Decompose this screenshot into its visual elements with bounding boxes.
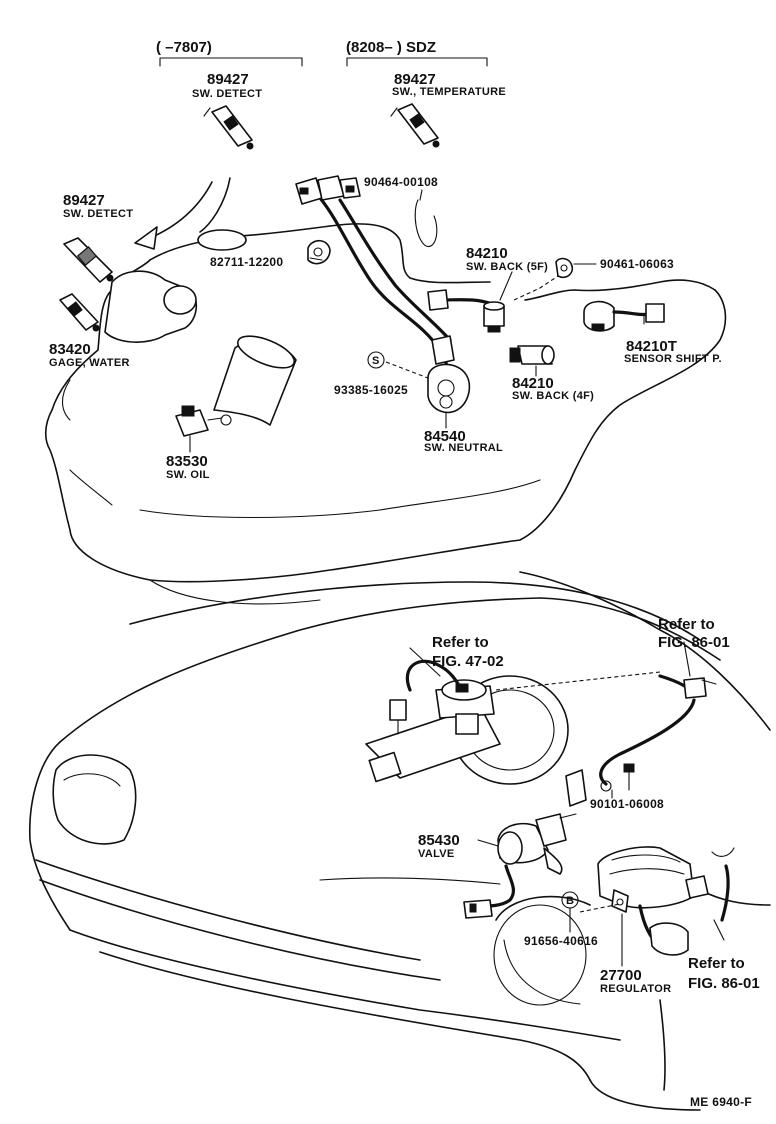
label-sw-detect-top-number: 89427 — [207, 71, 249, 88]
sensor-sw-temperature — [390, 103, 440, 148]
label-sw-oil-number: 83530 — [166, 453, 208, 470]
ref-fig-8601-bottom-line1: Refer to — [688, 955, 745, 972]
range-right-bracket — [346, 57, 488, 67]
figure-code: ME 6940-F — [690, 1095, 752, 1109]
sensor-sw-detect-left — [63, 237, 114, 283]
ref-fig-4702-line2: FIG. 47-02 — [432, 653, 504, 670]
label-sw-neutral-desc: SW. NEUTRAL — [424, 442, 503, 454]
part-labels: 89427 SW. DETECT 89427 SW., TEMPERATURE … — [49, 71, 760, 1109]
engine-outline — [44, 177, 727, 605]
label-valve-desc: VALVE — [418, 848, 455, 860]
label-gage-water-number: 83420 — [49, 341, 91, 358]
bracket — [565, 769, 587, 807]
sensor-sw-detect-top — [203, 105, 254, 150]
range-brackets: ( –7807) (8208– ) SDZ — [156, 39, 488, 67]
label-screw-number: 93385-16025 — [334, 383, 408, 397]
wire-fig-8601-top — [495, 641, 717, 807]
clamp — [307, 239, 331, 265]
label-valve-number: 85430 — [418, 832, 460, 849]
headlight — [52, 754, 137, 845]
label-sensor-shift-number: 84210T — [626, 338, 677, 355]
label-sw-detect-top-desc: SW. DETECT — [192, 88, 262, 100]
cap-disc — [197, 229, 247, 251]
brake-booster — [365, 659, 569, 785]
ref-fig-4702-line1: Refer to — [432, 634, 489, 651]
bolt-marker-letter: B — [566, 895, 574, 907]
label-bolt-90101-number: 90101-06008 — [590, 797, 664, 811]
sensor-gage-water — [59, 293, 100, 332]
leader-lines — [189, 189, 645, 967]
label-sw-temperature-desc: SW., TEMPERATURE — [392, 86, 506, 98]
label-sw-neutral-number: 84540 — [424, 428, 466, 445]
ref-fig-8601-top-line2: FIG. 86-01 — [658, 634, 730, 651]
screw-marker-letter: S — [372, 355, 380, 367]
regulator-assembly: B — [561, 846, 735, 956]
label-clip-number: 90464-00108 — [364, 175, 438, 189]
indicator-arrow — [149, 181, 213, 239]
range-left-label: ( –7807) — [156, 39, 212, 56]
neutral-switch — [427, 363, 471, 414]
valve-assembly — [463, 813, 577, 919]
label-sensor-shift-desc: SENSOR SHIFT P. — [624, 353, 722, 365]
label-bolt-91656-number: 91656-40616 — [524, 934, 598, 948]
label-regulator-desc: REGULATOR — [600, 983, 671, 995]
ref-fig-8601-top-line1: Refer to — [658, 616, 715, 633]
label-sw-back-4f-desc: SW. BACK (4F) — [512, 390, 594, 402]
ref-fig-8601-bottom-line2: FIG. 86-01 — [688, 975, 760, 992]
label-regulator-number: 27700 — [600, 967, 642, 984]
vehicle-body — [28, 571, 771, 1111]
label-sw-back-5f-desc: SW. BACK (5F) — [466, 261, 548, 273]
label-clamp-number: 82711-12200 — [210, 255, 283, 269]
label-sw-temperature-number: 89427 — [394, 71, 436, 88]
label-sw-back-5f-number: 84210 — [466, 245, 508, 262]
range-left-bracket — [159, 57, 303, 67]
label-sw-oil-desc: SW. OIL — [166, 469, 210, 481]
clip-ring — [414, 199, 438, 247]
label-sw-detect-left-number: 89427 — [63, 192, 105, 209]
wire-harness: S — [295, 175, 665, 414]
screw-marker — [367, 351, 385, 369]
label-sw-back-4f-number: 84210 — [512, 375, 554, 392]
label-gage-water-desc: GAGE, WATER — [49, 357, 130, 369]
range-right-label: (8208– ) SDZ — [346, 39, 436, 56]
label-bolt-90461-number: 90461-06063 — [600, 257, 674, 271]
label-sw-detect-left-desc: SW. DETECT — [63, 208, 133, 220]
sensor-sw-oil — [175, 405, 232, 437]
